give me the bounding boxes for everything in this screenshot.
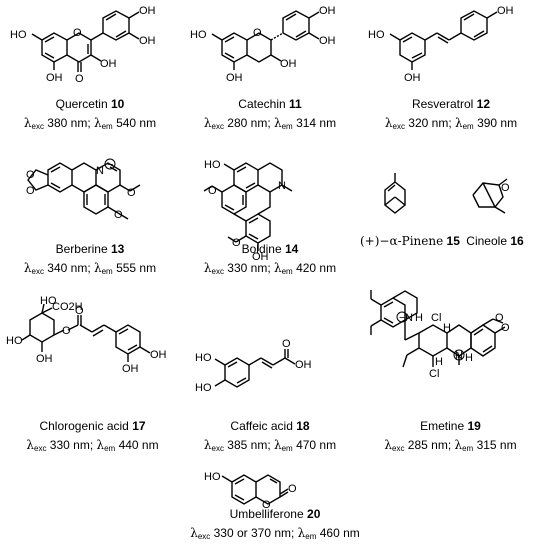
- atom-n: N: [278, 180, 286, 192]
- atom-o: O: [208, 185, 217, 197]
- berberine-structure: O O N − O O: [26, 158, 141, 221]
- atom-ho: HO: [195, 382, 212, 394]
- atom-o: O: [75, 73, 84, 85]
- atom-oh: OH: [100, 58, 117, 70]
- atom-oh: OH: [252, 251, 269, 263]
- caption-caffeic-acid: Caffeic acid 18 λexc 385 nm; λem 470 nm: [203, 419, 337, 453]
- atom-oh: OH: [36, 353, 53, 365]
- emetine-structure: N − H Cl N + H Cl H H O O: [370, 290, 510, 380]
- atom-o: O: [501, 182, 510, 194]
- atom-n: N: [96, 165, 104, 177]
- atom-o: O: [495, 312, 504, 324]
- charge-minus: −: [399, 312, 405, 324]
- atom-ho: HO: [10, 29, 27, 41]
- atom-oh: OH: [497, 5, 514, 17]
- atom-o: O: [114, 209, 123, 221]
- caption-boldine: Boldine 14 λexc 330 nm; λem 420 nm: [203, 242, 337, 276]
- atom-oh: OH: [280, 58, 297, 70]
- umbelliferone-structure: HO O O: [204, 471, 297, 511]
- atom-oh: OH: [319, 5, 336, 17]
- atom-ho: HO: [190, 29, 207, 41]
- cineole-structure: O: [472, 178, 510, 214]
- atom-oh: OH: [319, 35, 336, 47]
- atom-cl: Cl: [431, 312, 441, 324]
- caption-umbelliferone: Umbelliferone 20 λexc 330 or 370 nm; λem…: [190, 507, 360, 541]
- quercetin-structure: O HO OH O OH OH OH: [10, 5, 156, 85]
- resveratrol-structure: HO OH OH: [368, 5, 514, 84]
- caffeic-acid-structure: HO HO O OH: [195, 338, 312, 394]
- atom-n: N: [455, 350, 463, 362]
- atom-oh: OH: [404, 72, 421, 84]
- atom-ho: HO: [6, 335, 23, 347]
- charge-minus: −: [107, 159, 113, 171]
- atom-o: O: [253, 27, 262, 39]
- atom-o: O: [501, 322, 510, 334]
- atom-o: O: [26, 169, 35, 181]
- atom-ho: HO: [40, 295, 57, 307]
- atom-ho: HO: [195, 352, 212, 364]
- atom-o: O: [232, 237, 241, 249]
- atom-ho: HO: [204, 159, 221, 171]
- atom-o: O: [127, 187, 136, 199]
- atom-ho: HO: [368, 29, 385, 41]
- atom-o: O: [62, 325, 71, 337]
- atom-h: H: [415, 312, 423, 324]
- charge-plus: +: [455, 350, 461, 362]
- caption-quercetin: Quercetin 10 λexc 380 nm; λem 540 nm: [23, 97, 157, 131]
- atom-h: H: [465, 352, 473, 364]
- atom-oh: OH: [139, 5, 156, 17]
- caption-cineole: Cineole 16: [466, 234, 524, 248]
- atom-cl: Cl: [429, 368, 439, 380]
- atom-co2h: CO2H: [52, 301, 83, 313]
- atom-ho: HO: [204, 471, 221, 483]
- caption-pinene: (+)−α-Pinene 15: [360, 234, 460, 248]
- atom-oh: OH: [139, 35, 156, 47]
- atom-o: O: [73, 27, 82, 39]
- atom-oh: OH: [295, 359, 312, 371]
- caption-catechin: Catechin 11 λexc 280 nm; λem 314 nm: [203, 97, 337, 131]
- atom-o: O: [288, 483, 297, 495]
- atom-oh: OH: [122, 363, 139, 375]
- caption-berberine: Berberine 13 λexc 340 nm; λem 555 nm: [23, 242, 157, 276]
- atom-o: O: [75, 305, 84, 317]
- pinene-structure: [384, 173, 406, 214]
- chlorogenic-acid-structure: HO CO2H HO OH O O OH OH: [6, 295, 167, 375]
- boldine-structure: HO O N O OH: [203, 159, 293, 263]
- atom-h: H: [435, 356, 443, 368]
- caption-chlorogenic-acid: Chlorogenic acid 17 λexc 330 nm; λem 440…: [26, 419, 159, 453]
- atom-o: O: [262, 499, 271, 511]
- caption-resveratrol: Resveratrol 12 λexc 320 nm; λem 390 nm: [384, 97, 518, 131]
- atom-o: O: [26, 185, 35, 197]
- atom-o: O: [282, 338, 291, 350]
- atom-oh: OH: [46, 72, 63, 84]
- caption-emetine: Emetine 19 λexc 285 nm; λem 315 nm: [384, 419, 517, 453]
- atom-n: N: [405, 312, 413, 324]
- catechin-structure: O HO OH OH OH OH: [190, 5, 336, 84]
- atom-h: H: [443, 322, 451, 334]
- atom-oh: OH: [150, 349, 167, 361]
- atom-oh: OH: [226, 72, 243, 84]
